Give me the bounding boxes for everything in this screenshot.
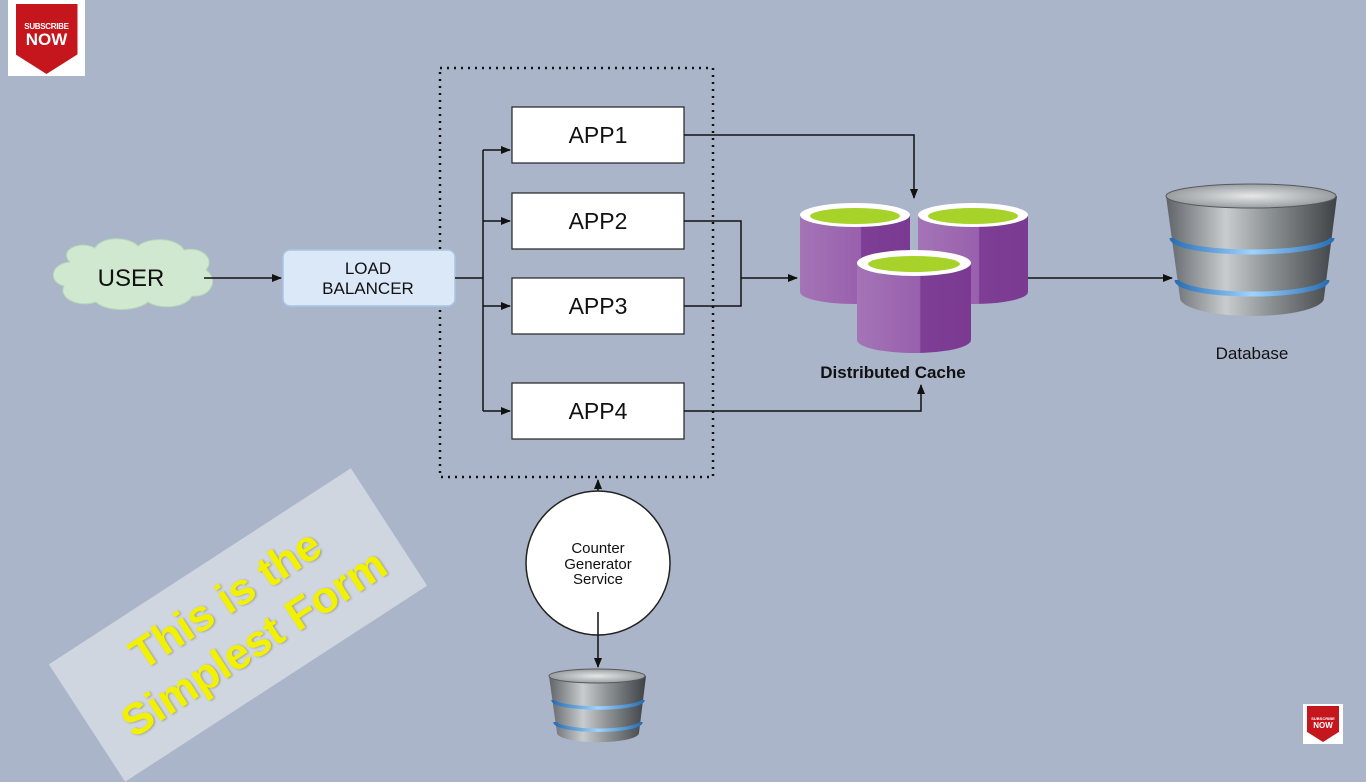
load-balancer: LOAD BALANCER (282, 249, 456, 307)
app-label-3: APP3 (569, 293, 628, 319)
app-label-1: APP1 (569, 122, 628, 148)
database-icon (1165, 183, 1337, 316)
edges-lb-apps (455, 146, 511, 415)
user-label: USER (98, 265, 165, 292)
counter-database-icon (548, 668, 646, 743)
subscribe-small-text-2: SUBSCRIBE (1311, 716, 1335, 721)
distributed-cache-label: Distributed Cache (820, 363, 965, 382)
subscribe-ribbon-icon-small: SUBSCRIBE NOW (1307, 706, 1339, 742)
user-cloud: USER (53, 238, 213, 310)
subscribe-now-badge-bottom[interactable]: SUBSCRIBE NOW (1303, 704, 1343, 744)
cache-cylinder-front (857, 250, 971, 353)
app-cluster-boundary (438, 66, 715, 479)
app-box-1: APP1 (511, 106, 685, 164)
app-box-3: APP3 (511, 277, 685, 335)
app-label-2: APP2 (569, 208, 628, 234)
load-balancer-label-line1: LOAD (345, 259, 391, 278)
edges-apps-cache (684, 134, 925, 412)
subscribe-now-badge-top[interactable]: SUBSCRIBE NOW (8, 0, 85, 76)
distributed-cache-icon (800, 203, 1028, 353)
subscribe-big-text-2: NOW (1313, 721, 1333, 730)
app-label-4: APP4 (569, 398, 628, 424)
counter-label-line3: Service (573, 571, 623, 588)
counter-label-line1: Counter (571, 540, 624, 557)
subscribe-ribbon-icon: SUBSCRIBE NOW (15, 4, 78, 74)
subscribe-big-text: NOW (25, 30, 68, 49)
app-box-2: APP2 (511, 192, 685, 250)
app-box-4: APP4 (511, 382, 685, 440)
counter-label-line2: Generator (564, 556, 632, 573)
subscribe-small-text: SUBSCRIBE (24, 22, 69, 31)
load-balancer-label-line2: BALANCER (322, 279, 414, 298)
counter-generator-service: Counter Generator Service (525, 490, 671, 636)
database-label: Database (1216, 344, 1289, 363)
